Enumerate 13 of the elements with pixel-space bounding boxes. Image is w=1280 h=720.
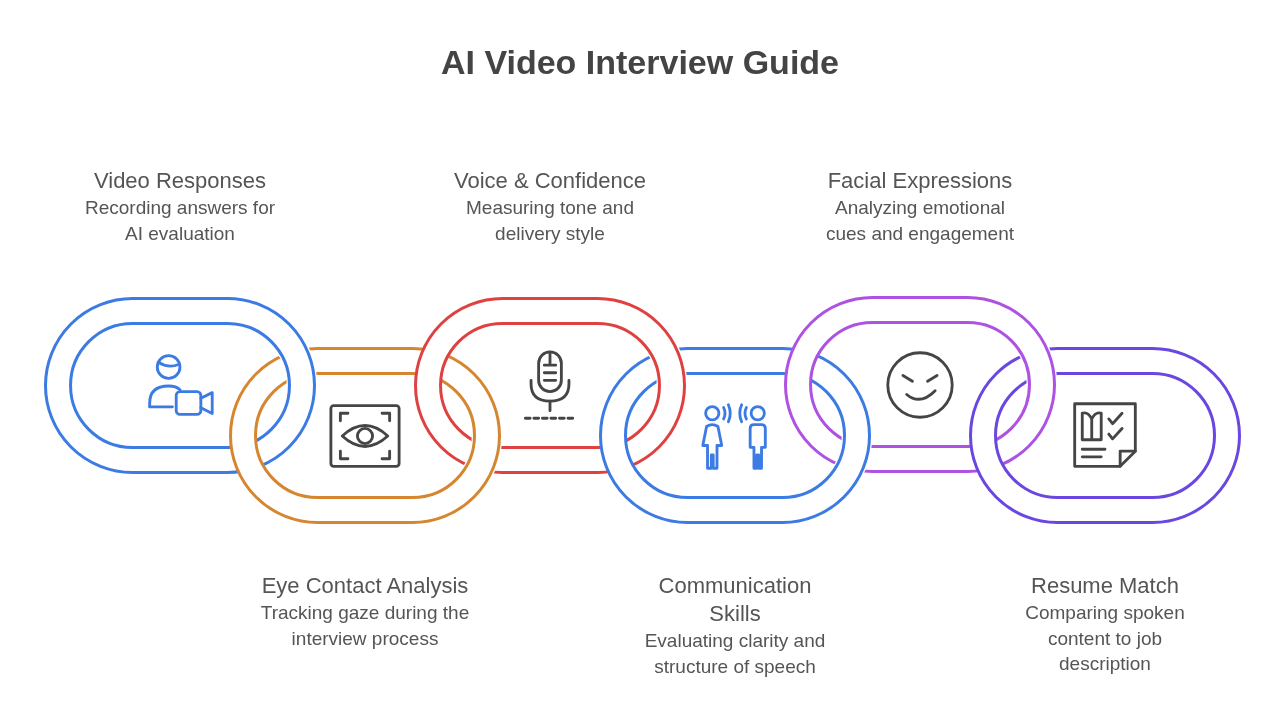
step-title: Facial Expressions (827, 167, 1013, 195)
title: AI Video Interview Guide (441, 42, 839, 83)
step-description: Comparing spoken content to job description (1024, 601, 1186, 676)
step-description: Tracking gaze during the interview process (259, 601, 471, 651)
step-title: Video Responses (93, 167, 266, 195)
step-title: Eye Contact Analysis (261, 572, 469, 600)
step-description: Evaluating clarity and structure of speech (643, 629, 827, 679)
step-description: Analyzing emotional cues and engagement (824, 196, 1015, 246)
step-description: Measuring tone and delivery style (465, 196, 635, 246)
step-description: Recording answers for AI evaluation (83, 196, 277, 246)
step-title: Voice & Confidence (454, 167, 646, 195)
step-title: Resume Match (1031, 572, 1179, 600)
step-title: Communication Skills (657, 572, 813, 628)
